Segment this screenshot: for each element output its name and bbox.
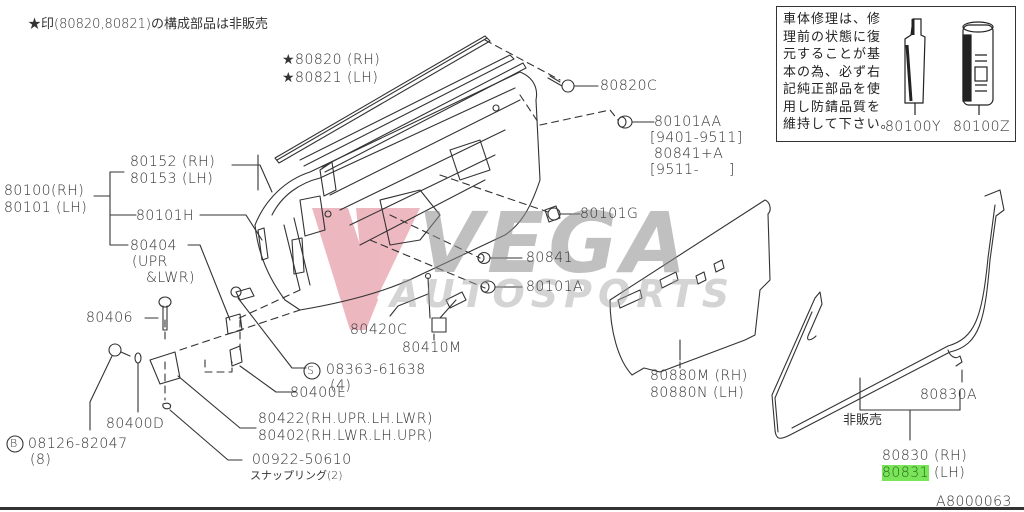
part-80101aa-range: [9401-9511] <box>650 130 743 146</box>
part-80101h[interactable]: 80101H <box>136 208 195 224</box>
part-08126-82047[interactable]: 08126-82047 <box>28 436 128 452</box>
door-opening-weatherstrip-icon <box>771 189 1005 439</box>
clip-80820c-icon <box>547 75 575 93</box>
product-illustrations <box>904 18 994 115</box>
part-80400e[interactable]: 80400E <box>290 385 347 401</box>
door-trim-panel-icon <box>609 199 771 376</box>
part-80101aa[interactable]: 80101AA <box>654 114 722 130</box>
part-80404[interactable]: 80404 <box>130 238 178 254</box>
vega-logo-icon <box>312 208 420 330</box>
part-80101a[interactable]: 80101A <box>526 279 584 295</box>
part-80101g[interactable]: 80101G <box>580 206 639 222</box>
door-shell-icon <box>254 71 541 311</box>
part-80831-lh[interactable]: 80831 (LH) <box>882 465 965 482</box>
part-80152-rh[interactable]: 80152 (RH) <box>130 154 216 170</box>
rustproof-note-text: 車体修理は、修 理前の状態に復 元することが基 本の為、必ず右 記純正部品を使 … <box>783 12 895 132</box>
part-80820-rh[interactable]: ★80820 (RH) <box>282 52 381 68</box>
part-80153-lh[interactable]: 80153 (LH) <box>130 171 214 187</box>
hinge-assembly-icon <box>108 286 255 410</box>
sealant-tube-icon <box>904 18 926 115</box>
part-80410m[interactable]: 80410M <box>402 340 462 356</box>
plug-80101g-icon <box>544 205 561 223</box>
part-80420c[interactable]: 80420C <box>350 322 408 338</box>
part-80101-lh[interactable]: 80101 (LH) <box>4 200 88 216</box>
circle-b-label: B <box>10 437 18 450</box>
part-80404-note-lwr: &LWR) <box>146 270 195 286</box>
part-80100y[interactable]: 80100Y <box>885 119 942 135</box>
part-00922-50610[interactable]: 00922-50610 <box>252 452 352 468</box>
part-08363-61638[interactable]: 08363-61638 <box>326 362 426 378</box>
part-80830a[interactable]: 80830A <box>920 387 978 403</box>
bottom-rule <box>0 507 1024 510</box>
door-check-link-icon <box>424 272 467 333</box>
not-for-sale-label: 非販売 <box>843 413 883 428</box>
diagram-id: A8000063 <box>936 494 1012 510</box>
part-80820c[interactable]: 80820C <box>600 78 658 94</box>
rustproof-note-box: 車体修理は、修 理前の状態に復 元することが基 本の為、必ず右 記純正部品を使 … <box>776 6 1016 142</box>
part-08363-qty: (4) <box>330 378 352 394</box>
part-80880m-rh[interactable]: 80880M (RH) <box>650 368 748 384</box>
part-80880n-lh[interactable]: 80880N (LH) <box>650 385 745 401</box>
circle-s-marker <box>303 362 321 380</box>
spray-can-icon <box>962 21 994 115</box>
part-80400d[interactable]: 80400D <box>106 416 165 432</box>
part-80841a-range: [9511- ] <box>650 162 735 178</box>
part-80841[interactable]: 80841 <box>526 250 574 266</box>
part-80830-rh[interactable]: 80830 (RH) <box>882 448 968 464</box>
part-00922-note: スナップリング(2) <box>250 469 343 482</box>
part-80100-rh[interactable]: 80100(RH) <box>4 183 85 199</box>
leader-lines <box>89 85 963 461</box>
part-80821-lh[interactable]: ★80821 (LH) <box>282 70 379 86</box>
part-80100z[interactable]: 80100Z <box>953 119 1011 135</box>
window-weatherstrip-icon <box>274 35 527 173</box>
circle-s-label: S <box>307 364 315 377</box>
part-80404-note-upr: (UPR <box>132 254 168 270</box>
part-80831-side: (LH) <box>929 465 966 481</box>
header-note: ★印(80820,80821)の構成部品は非販売 <box>28 17 268 32</box>
part-80406[interactable]: 80406 <box>86 310 134 326</box>
circle-b-marker <box>6 435 24 453</box>
highlighted-part-80831[interactable]: 80831 <box>882 465 930 481</box>
clip-80101aa-icon <box>617 115 633 129</box>
part-80841a[interactable]: 80841+A <box>654 146 724 162</box>
part-80402[interactable]: 80402(RH.LWR.LH.UPR) <box>258 428 433 444</box>
part-08126-qty: (8) <box>30 452 52 468</box>
part-80422[interactable]: 80422(RH.UPR.LH.LWR) <box>258 411 433 427</box>
